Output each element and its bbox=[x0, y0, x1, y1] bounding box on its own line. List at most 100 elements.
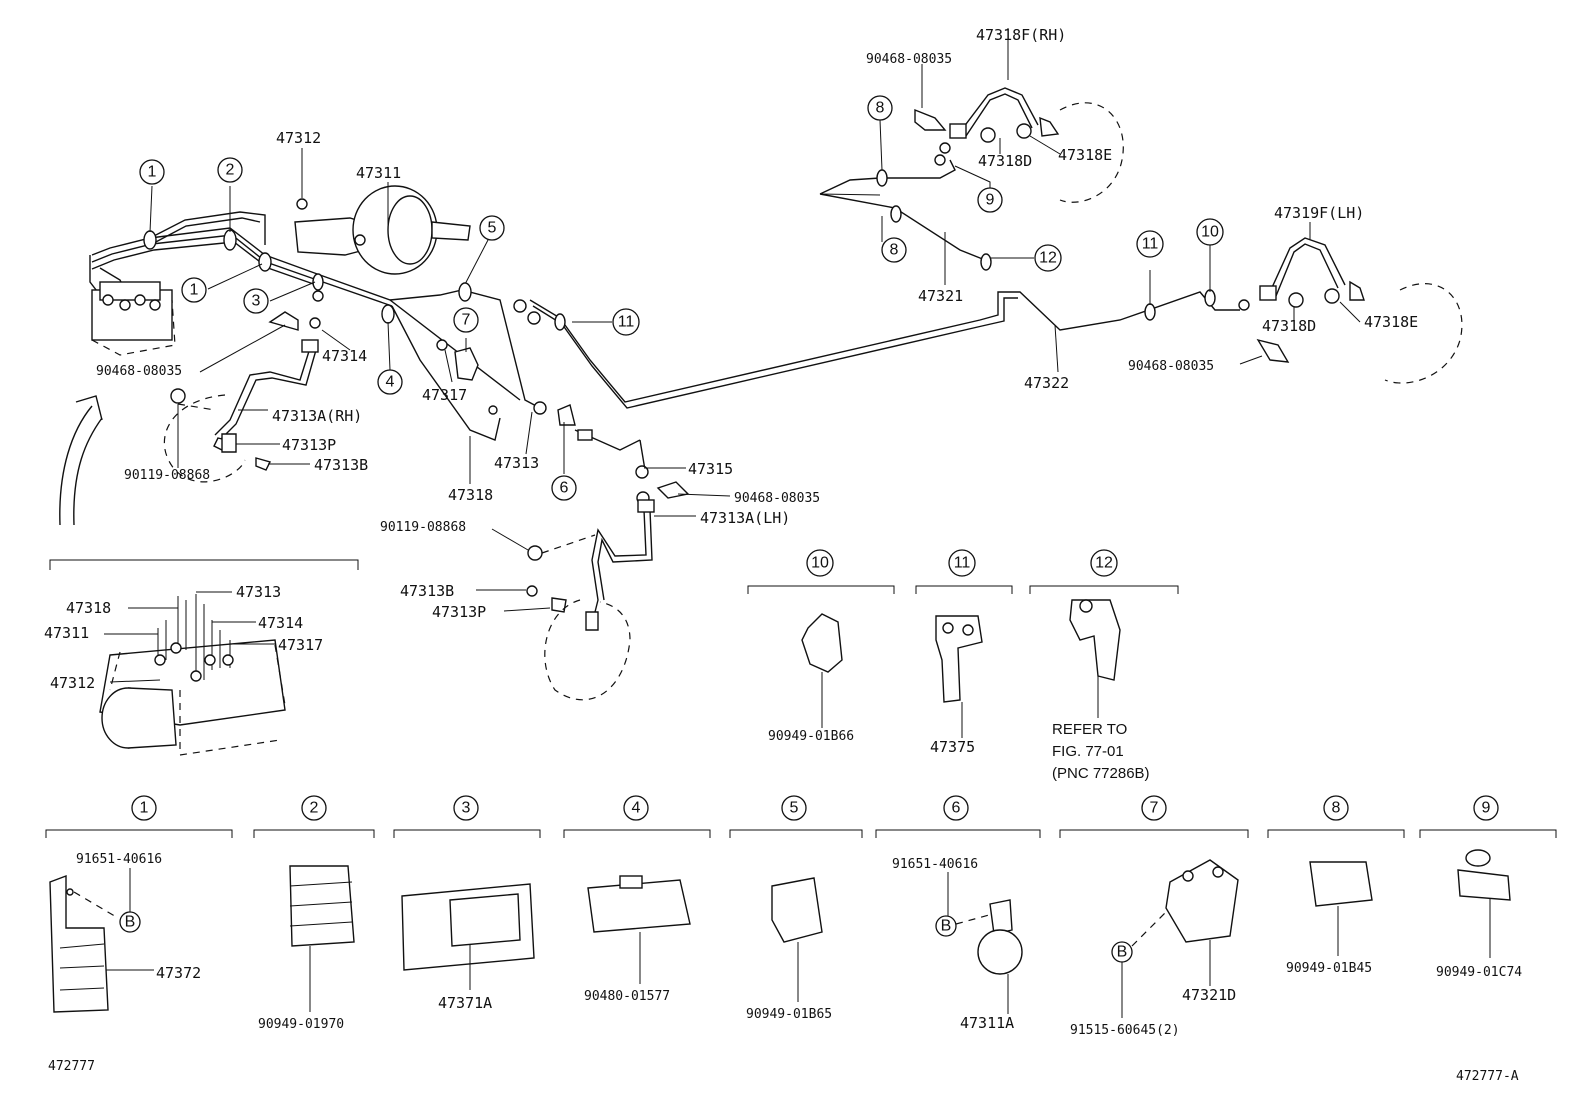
clamp5-part: 90949-01B65 bbox=[746, 1007, 832, 1022]
callout-6: 6 bbox=[551, 475, 577, 501]
bolt-marker-b-1: B bbox=[125, 914, 136, 931]
clamp12-ref-line3: (PNC 77286B) bbox=[1052, 765, 1150, 782]
label-90468-right: 90468-08035 bbox=[1128, 359, 1214, 374]
callouts: 1 2 1 3 4 5 7 6 11 8 9 8 12 11 10 10 11 … bbox=[125, 95, 1499, 961]
bolt-marker-b-6: B bbox=[941, 918, 952, 935]
svg-text:5: 5 bbox=[488, 220, 497, 237]
callout-3-panel: 3 bbox=[453, 795, 479, 821]
callout-9-panel: 9 bbox=[1473, 795, 1499, 821]
clamp12-ref-line2: FIG. 77-01 bbox=[1052, 743, 1124, 760]
svg-text:2: 2 bbox=[226, 162, 235, 179]
svg-text:11: 11 bbox=[618, 314, 635, 331]
clamp4-part: 90480-01577 bbox=[584, 989, 670, 1004]
label-47313p-lh: 47313P bbox=[432, 603, 486, 621]
svg-text:6: 6 bbox=[560, 480, 569, 497]
svg-text:12: 12 bbox=[1095, 555, 1113, 572]
callout-11b: 11 bbox=[1136, 230, 1164, 258]
fittings bbox=[268, 198, 690, 505]
callout-7: 7 bbox=[453, 307, 479, 333]
bolt-marker-b-7: B bbox=[1117, 944, 1128, 961]
label-90119-rh: 90119-08868 bbox=[124, 468, 210, 483]
label-47311: 47311 bbox=[356, 164, 401, 182]
svg-text:1: 1 bbox=[148, 164, 157, 181]
callout-8-panel: 8 bbox=[1323, 795, 1349, 821]
detail-label-47318: 47318 bbox=[66, 599, 111, 617]
detail-label-47314: 47314 bbox=[258, 614, 303, 632]
clamp6-part: 47311A bbox=[960, 1014, 1014, 1032]
detail-label-47311: 47311 bbox=[44, 624, 89, 642]
clamp12-ref-line1: REFER TO bbox=[1052, 721, 1127, 738]
label-47313b-rh: 47313B bbox=[314, 456, 368, 474]
callout-5: 5 bbox=[479, 215, 505, 241]
callout-9: 9 bbox=[977, 187, 1003, 213]
clamp10-part: 90949-01B66 bbox=[768, 729, 854, 744]
svg-text:10: 10 bbox=[811, 555, 829, 572]
label-90119-lh: 90119-08868 bbox=[380, 520, 466, 535]
label-47318d-right: 47318D bbox=[1262, 317, 1316, 335]
clamp2-part: 90949-01970 bbox=[258, 1017, 344, 1032]
svg-text:1: 1 bbox=[190, 282, 199, 299]
callout-5-panel: 5 bbox=[781, 795, 807, 821]
rear-hose-lh bbox=[1238, 237, 1463, 384]
svg-text:3: 3 bbox=[252, 293, 261, 310]
label-47314: 47314 bbox=[322, 347, 367, 365]
svg-text:3: 3 bbox=[462, 800, 471, 817]
detail-label-47312: 47312 bbox=[50, 674, 95, 692]
label-47313b-lh: 47313B bbox=[400, 582, 454, 600]
front-hose-lh bbox=[526, 499, 655, 701]
callout-2-panel: 2 bbox=[301, 795, 327, 821]
svg-text:10: 10 bbox=[1201, 224, 1219, 241]
clamp-drawings bbox=[49, 599, 1511, 1018]
svg-text:4: 4 bbox=[386, 374, 395, 391]
figure-number-right: 472777-A bbox=[1456, 1069, 1519, 1084]
leader-lines bbox=[149, 28, 1361, 612]
reference-arrow bbox=[59, 395, 103, 526]
label-47318f-rh: 47318F(RH) bbox=[976, 26, 1066, 44]
label-47322: 47322 bbox=[1024, 374, 1069, 392]
callout-4-panel: 4 bbox=[623, 795, 649, 821]
label-90468-top: 90468-08035 bbox=[866, 52, 952, 67]
label-47318e-right: 47318E bbox=[1364, 313, 1418, 331]
label-47318d-top: 47318D bbox=[978, 152, 1032, 170]
clamp8-part: 90949-01B45 bbox=[1286, 961, 1372, 976]
label-47321: 47321 bbox=[918, 287, 963, 305]
label-47318e-top: 47318E bbox=[1058, 146, 1112, 164]
callout-6-panel: 6 bbox=[943, 795, 969, 821]
label-47313a-rh: 47313A(RH) bbox=[272, 407, 362, 425]
svg-text:11: 11 bbox=[1142, 236, 1159, 253]
callout-11-panel: 11 bbox=[948, 549, 976, 577]
label-47313p-rh: 47313P bbox=[282, 436, 336, 454]
svg-text:8: 8 bbox=[890, 242, 899, 259]
rear-hose-rh bbox=[914, 87, 1124, 203]
svg-text:12: 12 bbox=[1039, 250, 1057, 267]
label-47313: 47313 bbox=[494, 454, 539, 472]
label-47319f-lh: 47319F(LH) bbox=[1274, 204, 1364, 222]
svg-text:9: 9 bbox=[986, 192, 995, 209]
svg-text:1: 1 bbox=[140, 800, 149, 817]
clamp3-part: 47371A bbox=[438, 994, 492, 1012]
svg-text:4: 4 bbox=[632, 800, 641, 817]
brake-booster bbox=[294, 185, 471, 275]
callout-8b: 8 bbox=[881, 237, 907, 263]
clamp7-bolt: 91515-60645(2) bbox=[1070, 1023, 1180, 1038]
clamp11-part: 47375 bbox=[930, 738, 975, 756]
svg-text:2: 2 bbox=[310, 800, 319, 817]
callout-10: 10 bbox=[1196, 218, 1224, 246]
callout-1b: 1 bbox=[181, 277, 207, 303]
callout-12-panel: 12 bbox=[1090, 549, 1118, 577]
detail-label-47317: 47317 bbox=[278, 636, 323, 654]
svg-text:7: 7 bbox=[1150, 800, 1159, 817]
callout-11: 11 bbox=[612, 308, 640, 336]
svg-text:8: 8 bbox=[876, 100, 885, 117]
label-47317: 47317 bbox=[422, 386, 467, 404]
callout-12: 12 bbox=[1034, 244, 1062, 272]
callout-3: 3 bbox=[243, 288, 269, 314]
figure-number-left: 472777 bbox=[48, 1059, 95, 1074]
clamp-markers bbox=[143, 169, 1216, 331]
svg-text:7: 7 bbox=[462, 312, 471, 329]
callout-8: 8 bbox=[867, 95, 893, 121]
callout-1: 1 bbox=[139, 159, 165, 185]
callout-4: 4 bbox=[377, 369, 403, 395]
clamp1-bolt: 91651-40616 bbox=[76, 852, 162, 867]
clamp9-part: 90949-01C74 bbox=[1436, 965, 1522, 980]
